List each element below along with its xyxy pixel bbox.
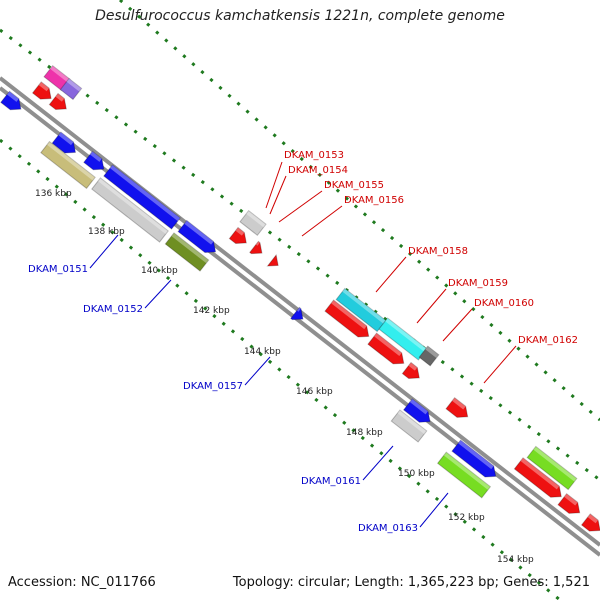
svg-text:DKAM_0153: DKAM_0153 [284, 150, 344, 161]
scale-tick-label: 150 kbp [398, 469, 435, 479]
svg-text:DKAM_0157: DKAM_0157 [183, 381, 243, 392]
gene-glyph-2 [59, 77, 83, 101]
gene-glyph-24 [402, 398, 431, 423]
gene-glyph-8 [103, 164, 181, 230]
scale-ticks: 136 kbp 138 kbp 140 kbp 142 kbp 144 kbp 146 k… [35, 189, 534, 565]
gene-glyph-14 [249, 240, 263, 255]
svg-text:DKAM_0151: DKAM_0151 [28, 264, 88, 275]
scale-tick-label: 144 kbp [244, 347, 281, 357]
gene-glyph-31 [580, 513, 600, 532]
gene-glyph-9 [177, 219, 217, 254]
gene-glyph-10 [91, 177, 169, 243]
gene-label: DKAM_0163 [358, 492, 449, 534]
gene-label: DKAM_0158 [375, 246, 468, 293]
scale-tick-label: 152 kbp [448, 513, 485, 523]
gene-label: DKAM_0157 [183, 356, 271, 392]
scale-tick-label: 148 kbp [346, 428, 383, 438]
scale-tick-label: 140 kbp [141, 266, 178, 276]
topology-text: Topology: circular; Length: 1,365,223 bp… [232, 575, 590, 590]
gene-glyph-30 [557, 493, 581, 514]
gene-label: DKAM_0152 [83, 279, 172, 315]
gene-glyph-21 [367, 332, 405, 365]
gene-label: DKAM_0154 [269, 165, 348, 215]
gene-glyph-11 [164, 232, 210, 272]
svg-text:DKAM_0160: DKAM_0160 [474, 298, 534, 309]
gene-glyph-0 [0, 90, 22, 111]
svg-text:DKAM_0161: DKAM_0161 [301, 476, 361, 487]
gene-glyph-20 [324, 299, 370, 338]
gene-glyph-4 [48, 92, 67, 111]
gene-labels: DKAM_0153DKAM_0154DKAM_0155DKAM_0156DKAM… [28, 150, 578, 534]
gene-label: DKAM_0159 [416, 278, 508, 324]
svg-text:DKAM_0156: DKAM_0156 [344, 195, 404, 206]
gene-label: DKAM_0155 [278, 180, 384, 223]
scale-tick-label: 154 kbp [497, 555, 534, 565]
gene-glyph-15 [266, 253, 279, 267]
gene-glyph-27 [436, 451, 492, 499]
scale-tick-label: 138 kbp [88, 227, 125, 237]
svg-text:DKAM_0155: DKAM_0155 [324, 180, 384, 191]
ruler-line-0 [0, 28, 600, 482]
svg-text:DKAM_0162: DKAM_0162 [518, 335, 578, 346]
gene-glyph-16 [290, 306, 304, 321]
gene-glyph-3 [31, 81, 52, 100]
svg-text:DKAM_0163: DKAM_0163 [358, 523, 418, 534]
gene-glyph-23 [445, 397, 469, 418]
gene-label: DKAM_0153 [265, 150, 344, 209]
gene-label: DKAM_0161 [301, 445, 394, 487]
gene-glyph-6 [83, 150, 105, 171]
svg-text:DKAM_0154: DKAM_0154 [288, 165, 348, 176]
gene-label: DKAM_0156 [301, 195, 404, 237]
scale-tick-label: 142 kbp [193, 306, 230, 316]
svg-text:DKAM_0159: DKAM_0159 [448, 278, 508, 289]
scale-tick-label: 136 kbp [35, 189, 72, 199]
gene-glyph-12 [239, 210, 267, 236]
gene-glyph-26 [451, 439, 497, 478]
gene-glyph-25 [390, 409, 428, 443]
gene-glyph-22 [401, 361, 420, 380]
svg-text:DKAM_0158: DKAM_0158 [408, 246, 468, 257]
gene-label: DKAM_0160 [442, 298, 534, 342]
gene-glyph-19 [418, 345, 440, 367]
gene-glyph-5 [51, 131, 77, 154]
gene-label: DKAM_0162 [483, 335, 578, 384]
svg-text:DKAM_0152: DKAM_0152 [83, 304, 143, 315]
scale-tick-label: 146 kbp [296, 387, 333, 397]
map-title: Desulfurococcus kamchatkensis 1221n, com… [95, 8, 505, 24]
gene-glyph-28 [526, 445, 578, 491]
gene-features [0, 65, 600, 532]
ruler-line-1 [0, 138, 561, 600]
gene-glyph-13 [228, 226, 247, 245]
gene-glyph-7 [40, 140, 96, 190]
accession-text: Accession: NC_011766 [8, 575, 156, 590]
gene-label: DKAM_0151 [28, 234, 119, 275]
gene-glyph-29 [513, 457, 562, 498]
